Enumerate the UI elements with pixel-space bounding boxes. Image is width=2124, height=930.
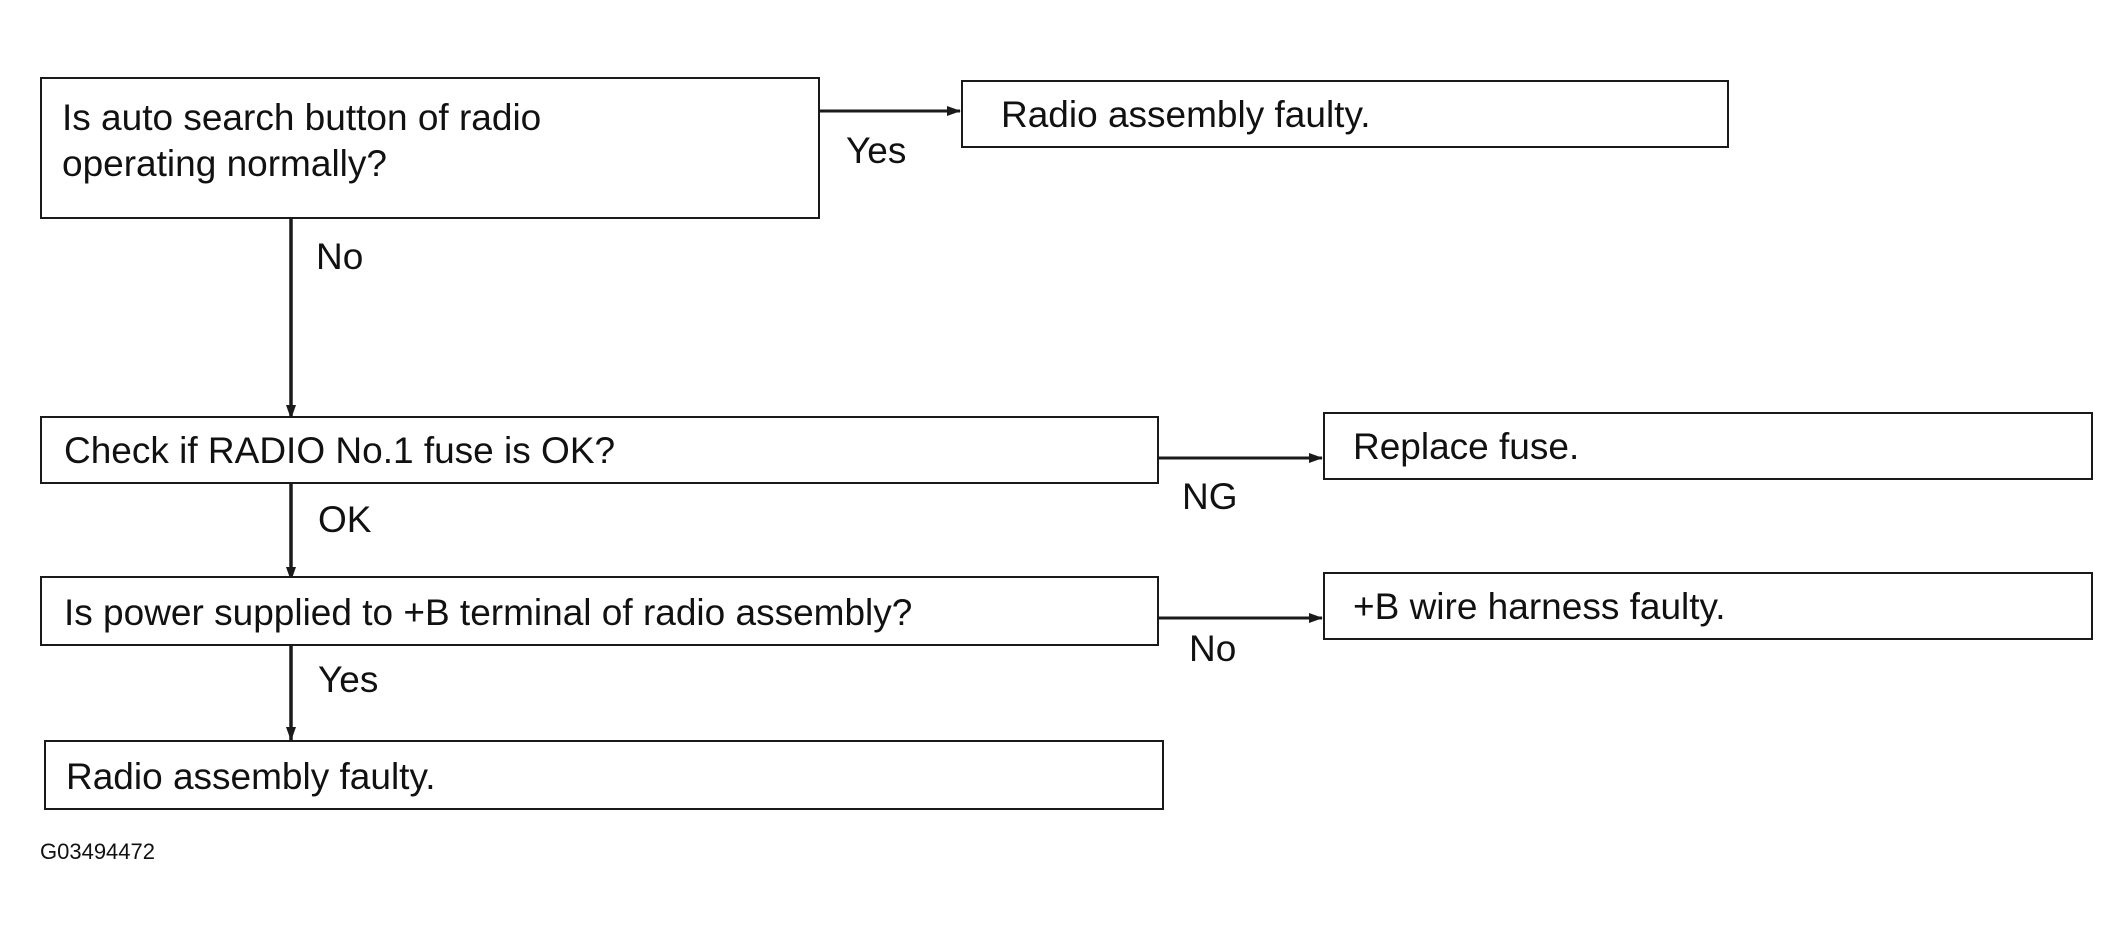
question-fuse-check-text: Check if RADIO No.1 fuse is OK? <box>64 430 616 471</box>
label-q2-ng: NG <box>1182 476 1238 517</box>
result-box-radio-faulty-1: Radio assembly faulty. <box>961 80 1729 148</box>
question-auto-search-line2: operating normally? <box>62 143 387 184</box>
result-box-wire-harness: +B wire harness faulty. <box>1323 572 2093 640</box>
question-box-fuse-check: Check if RADIO No.1 fuse is OK? <box>40 416 1159 484</box>
result-box-radio-faulty-2: Radio assembly faulty. <box>44 740 1164 810</box>
figure-code: G03494472 <box>40 839 155 864</box>
label-q1-yes: Yes <box>846 130 907 171</box>
result-wire-harness-text: +B wire harness faulty. <box>1353 586 1726 627</box>
result-box-replace-fuse: Replace fuse. <box>1323 412 2093 480</box>
result-radio-faulty-2-text: Radio assembly faulty. <box>66 756 436 797</box>
label-q2-ok: OK <box>318 499 372 540</box>
label-q1-no: No <box>316 236 364 277</box>
question-box-auto-search: Is auto search button of radio operating… <box>40 77 820 219</box>
label-q3-no: No <box>1189 628 1237 669</box>
question-power-supply-text: Is power supplied to +B terminal of radi… <box>64 592 913 633</box>
question-auto-search-line1: Is auto search button of radio <box>62 97 542 138</box>
result-radio-faulty-1-text: Radio assembly faulty. <box>1001 94 1371 135</box>
label-q3-yes: Yes <box>318 659 379 700</box>
result-replace-fuse-text: Replace fuse. <box>1353 426 1580 467</box>
question-box-power-supply: Is power supplied to +B terminal of radi… <box>40 576 1159 646</box>
